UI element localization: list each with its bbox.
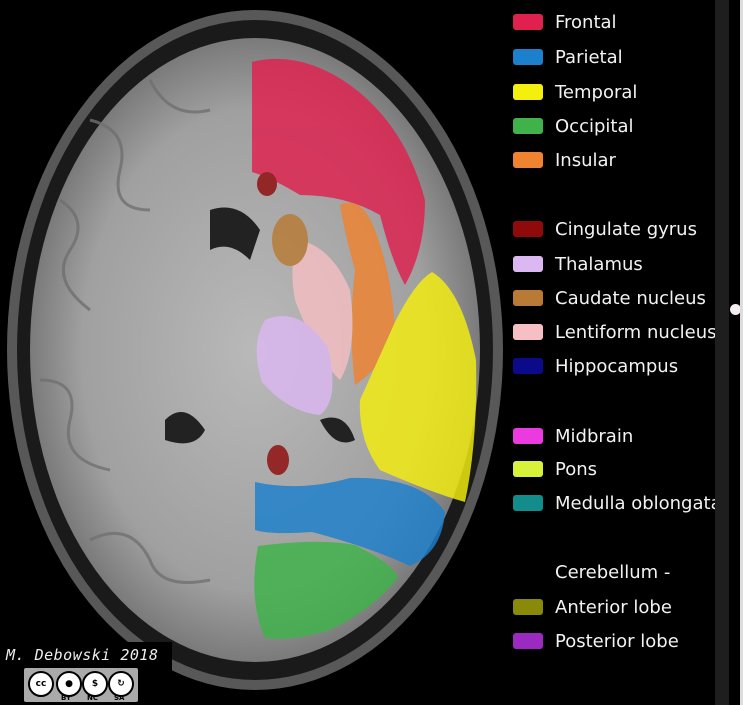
credit-box: M. Debowski 2018 cc ● $ ↻ BY NC SA: [0, 642, 172, 705]
legend-item-hippocampus: Hippocampus: [513, 355, 678, 377]
swatch: [513, 461, 543, 477]
legend-item-cingulate-gyrus: Cingulate gyrus: [513, 218, 697, 240]
legend-item-medulla-oblongata: Medulla oblongata: [513, 492, 722, 514]
region-insular: [340, 202, 395, 385]
legend-item-temporal: Temporal: [513, 81, 637, 103]
legend-item-pons: Pons: [513, 458, 597, 480]
legend-item-caudate-nucleus: Caudate nucleus: [513, 287, 706, 309]
region-thalamus: [256, 316, 333, 415]
region-caudate-nucleus: [272, 214, 308, 266]
swatch: [513, 324, 543, 340]
region-occipital: [254, 541, 398, 639]
sa-label: SA: [114, 694, 125, 702]
ventricle-frontal: [210, 207, 260, 260]
swatch: [513, 84, 543, 100]
region-cingulate-gyrus-anterior: [257, 172, 277, 196]
legend-heading-cerebellum: Cerebellum -: [555, 562, 671, 583]
swatch: [513, 290, 543, 306]
region-cingulate-gyrus-posterior: [267, 445, 289, 475]
nc-icon: $: [82, 671, 108, 697]
swatch: [513, 633, 543, 649]
cc-icon: cc: [28, 671, 54, 697]
region-frontal: [252, 58, 425, 285]
axial-mri-image: [7, 10, 503, 690]
legend-item-anterior-lobe: Anterior lobe: [513, 596, 672, 618]
legend-item-frontal: Frontal: [513, 11, 617, 33]
ventricle-occipital: [165, 412, 355, 444]
nc-label: NC: [87, 694, 98, 702]
by-label: BY: [61, 694, 72, 702]
swatch: [513, 428, 543, 444]
sa-icon: ↻: [108, 671, 134, 697]
swatch: [513, 599, 543, 615]
swatch: [513, 14, 543, 30]
region-temporal: [359, 272, 477, 502]
side-strip: [715, 0, 729, 705]
swatch: [513, 256, 543, 272]
by-icon: ●: [56, 671, 82, 697]
legend-item-occipital: Occipital: [513, 115, 633, 137]
author-credit: M. Debowski 2018: [6, 646, 159, 664]
cc-license-badge: cc ● $ ↻ BY NC SA: [24, 668, 138, 702]
swatch: [513, 495, 543, 511]
swatch: [513, 49, 543, 65]
swatch: [513, 221, 543, 237]
legend-item-midbrain: Midbrain: [513, 425, 633, 447]
legend-item-parietal: Parietal: [513, 46, 623, 68]
region-parietal: [255, 477, 445, 566]
dot-marker: [730, 304, 741, 315]
legend-item-thalamus: Thalamus: [513, 253, 643, 275]
legend-item-lentiform-nucleus: Lentiform nucleus: [513, 321, 717, 343]
legend-item-insular: Insular: [513, 149, 616, 171]
legend-item-posterior-lobe: Posterior lobe: [513, 630, 679, 652]
region-lentiform-nucleus: [292, 240, 353, 380]
swatch: [513, 118, 543, 134]
swatch: [513, 358, 543, 374]
edge-line: [740, 0, 743, 705]
swatch: [513, 152, 543, 168]
